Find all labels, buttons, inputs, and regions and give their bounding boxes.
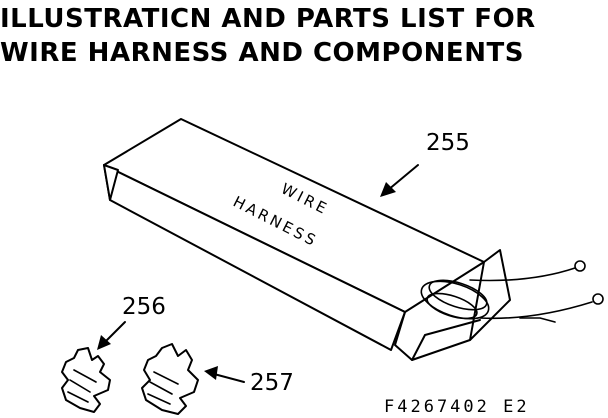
title-line-2: WIRE HARNESS AND COMPONENTS	[0, 38, 524, 68]
callout-255-arrow	[387, 164, 419, 191]
callout-255-label: 255	[426, 130, 470, 156]
wire-ring-terminal-2	[592, 293, 604, 305]
wire-ring-terminal-1	[574, 260, 586, 272]
box-end-face	[103, 164, 119, 201]
wire-harness-box: WIRE HARNESS	[103, 118, 511, 361]
callout-256-arrowhead	[97, 335, 111, 350]
title-line-1: ILLUSTRATICN AND PARTS LIST FOR	[0, 4, 536, 34]
figure-number: F4267402 E2	[384, 397, 530, 417]
coiled-wires	[420, 260, 604, 323]
callout-257-arrowhead	[204, 366, 218, 380]
callout-257-arrow	[213, 373, 245, 383]
callout-256-label: 256	[122, 294, 166, 320]
callout-257-label: 257	[250, 370, 294, 396]
terminal-256	[61, 347, 111, 413]
box-flap-side	[469, 249, 511, 341]
callout-255-arrowhead	[380, 182, 396, 197]
callout-256-arrow	[103, 321, 126, 344]
box-flap-inner	[411, 319, 481, 361]
terminal-257	[141, 343, 199, 415]
